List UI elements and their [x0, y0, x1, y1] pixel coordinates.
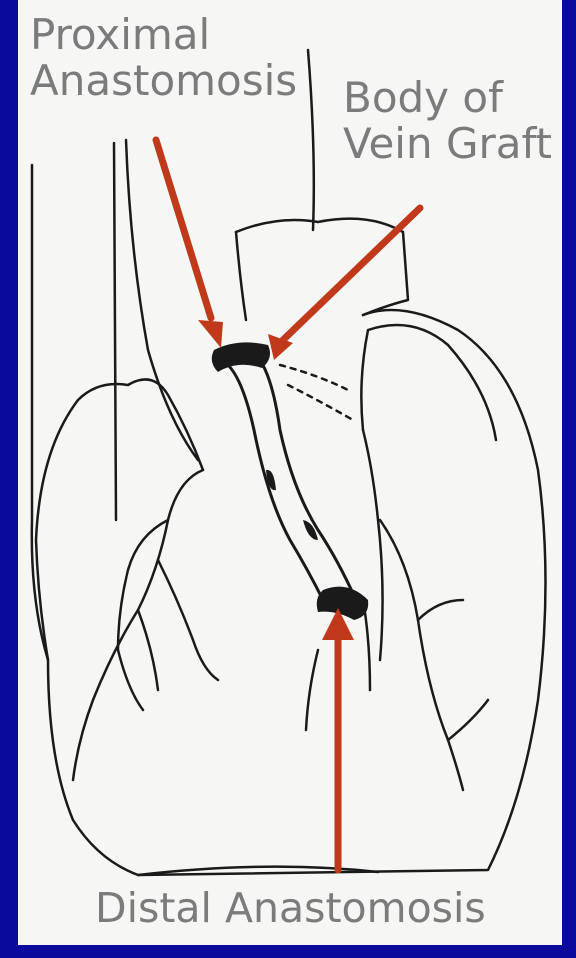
- graft-mark-2: [303, 520, 318, 540]
- graft-dashed-course: [280, 365, 353, 420]
- coronary-branch-left-3: [158, 560, 218, 680]
- aorta-outline-right: [308, 50, 314, 230]
- coronary-branch-right-2: [380, 520, 463, 790]
- arrow-proximal-shaft: [156, 140, 211, 318]
- distal-anastomosis-label: Distal Anastomosis: [95, 885, 486, 931]
- pulmonary-mid: [236, 232, 246, 320]
- red-arrow-icon: [198, 320, 223, 348]
- body-of-vein-graft-label: Body of Vein Graft: [343, 75, 552, 167]
- proximal-label-line1: Proximal: [30, 12, 297, 58]
- coronary-branch-left-4: [118, 610, 158, 710]
- left-vessel-inner: [114, 143, 116, 520]
- proximal-anastomosis-label: Proximal Anastomosis: [30, 12, 297, 104]
- arrow-body-shaft: [283, 208, 420, 340]
- distal-suture-mark: [317, 587, 368, 620]
- right-atrium: [361, 325, 496, 440]
- coronary-branch-right-3: [363, 600, 463, 690]
- body-label-line2: Vein Graft: [343, 121, 552, 167]
- body-label-line1: Body of: [343, 75, 552, 121]
- coronary-branch-left: [73, 470, 203, 780]
- proximal-label-line2: Anastomosis: [30, 58, 297, 104]
- aorta-outline-left: [126, 140, 198, 460]
- coronary-branch-right-4: [306, 650, 488, 740]
- heart-outline: [36, 310, 546, 875]
